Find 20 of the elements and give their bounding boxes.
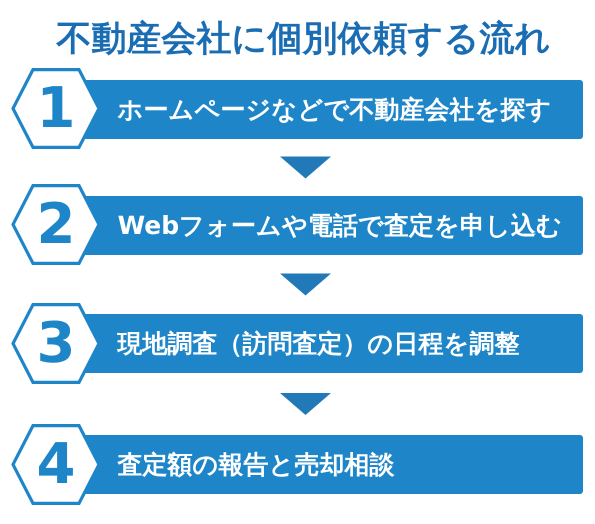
step-hexagon	[11, 68, 101, 149]
step-number: 1	[36, 80, 76, 136]
step-text: ホームページなどで不動産会社を探す	[118, 94, 552, 124]
arrow	[280, 393, 331, 415]
arrow	[280, 156, 331, 178]
step-number: 2	[36, 196, 76, 252]
step-text: 査定額の報告と売却相談	[118, 450, 395, 480]
step-bar	[84, 314, 583, 373]
arrow	[280, 274, 331, 296]
step-text: 現地調査（訪問査定）の日程を調整	[118, 328, 520, 358]
step-bar	[84, 80, 583, 139]
step-hexagon	[11, 424, 101, 505]
step-number: 3	[36, 316, 76, 372]
step-text: Webフォームや電話で査定を申し込む	[118, 210, 562, 240]
title: 不動産会社に個別依頼する流れ	[56, 19, 550, 59]
step-number: 4	[36, 436, 76, 492]
step-bar	[84, 196, 583, 255]
step-hexagon	[11, 303, 101, 384]
step-hexagon	[11, 184, 101, 265]
step-bar	[84, 435, 583, 494]
